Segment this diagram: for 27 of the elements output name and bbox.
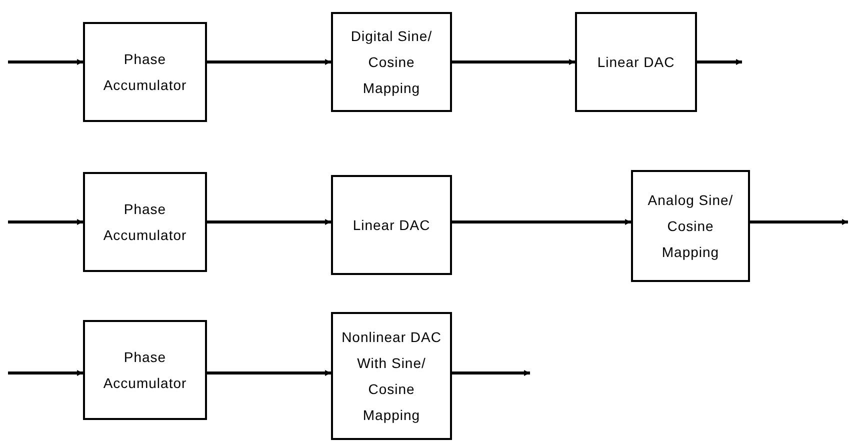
arrow — [452, 370, 530, 376]
box-label: Linear DAC — [352, 216, 430, 235]
box-label: Phase Accumulator — [102, 200, 188, 245]
process-box — [575, 12, 697, 112]
arrow — [750, 219, 848, 225]
box-label: Phase Accumulator — [102, 50, 188, 95]
arrow — [8, 219, 83, 225]
box-label: Linear DAC — [597, 53, 675, 72]
arrow — [452, 219, 631, 225]
process-box — [83, 172, 207, 272]
process-box — [331, 312, 452, 440]
box-label: Digital Sine/ Cosine Mapping — [350, 27, 434, 98]
arrow — [8, 370, 83, 376]
process-box — [331, 12, 452, 112]
arrow — [697, 59, 742, 65]
arrow — [207, 370, 331, 376]
process-box — [331, 175, 452, 275]
arrow — [207, 219, 331, 225]
box-label: Nonlinear DAC With Sine/ Cosine Mapping — [341, 328, 442, 425]
process-box — [83, 320, 207, 420]
process-box — [631, 170, 750, 282]
arrow — [8, 59, 83, 65]
box-label: Phase Accumulator — [102, 348, 188, 393]
arrow — [207, 59, 331, 65]
box-label: Analog Sine/ Cosine Mapping — [646, 191, 734, 262]
process-box — [83, 22, 207, 122]
arrow — [452, 59, 575, 65]
